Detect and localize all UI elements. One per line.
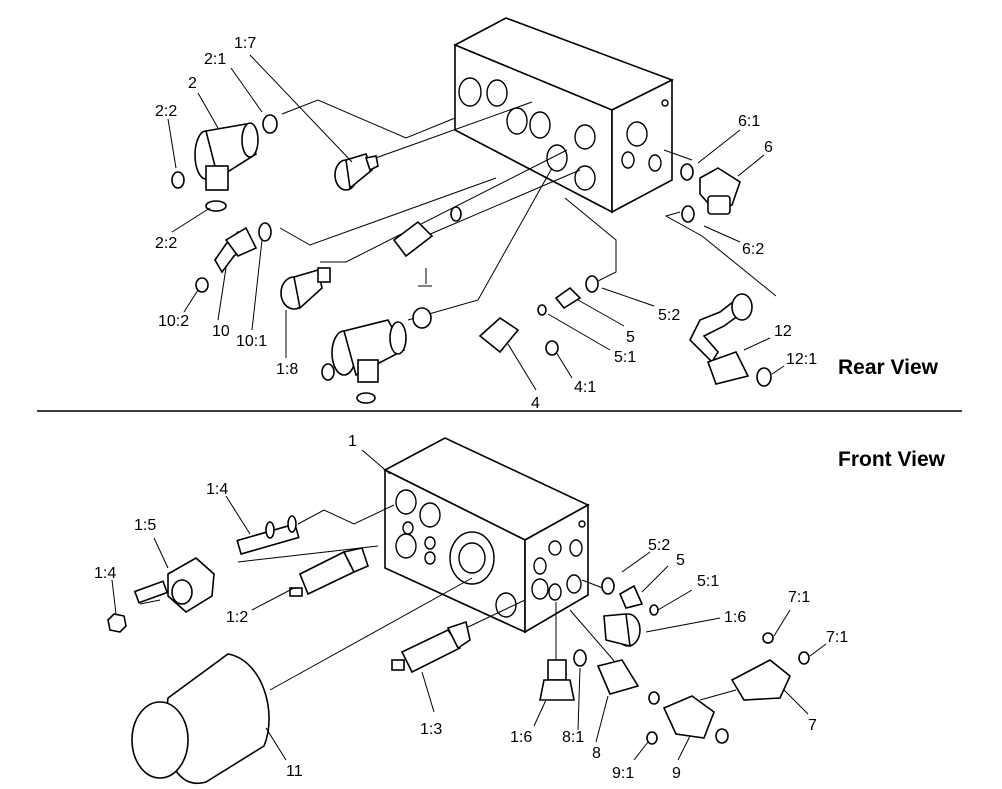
label-rear-10-1: 10:1: [236, 333, 267, 350]
part-12-bent-tube: [689, 293, 772, 387]
part-1-5-solenoid-coil: [133, 557, 215, 613]
front-view-title: Front View: [838, 448, 946, 471]
front-manifold-block: [383, 437, 590, 634]
part-6-elbow: [680, 163, 741, 223]
part-1-4-nut: [107, 613, 127, 633]
part-2-elbow-fitting: [171, 114, 278, 212]
front-part-7-tee: [730, 632, 810, 701]
label-front-1-3: 1:3: [420, 721, 442, 738]
label-rear-12: 12: [774, 323, 792, 340]
part-1-8-plug: [280, 267, 331, 310]
label-rear-12-1: 12:1: [786, 351, 817, 368]
label-front-1: 1: [348, 433, 357, 450]
rear-manifold-block: [453, 17, 675, 214]
front-leader-lines: [111, 449, 827, 761]
label-front-7-1-top: 7:1: [788, 589, 810, 606]
label-front-11: 11: [286, 763, 303, 780]
part-1-4-stem: [236, 515, 300, 555]
rear-large-elbow: [321, 307, 432, 404]
label-rear-4: 4: [531, 395, 540, 412]
front-part-8-adapter: [596, 659, 660, 705]
label-front-1-6-right: 1:6: [724, 609, 746, 626]
label-rear-5-1: 5:1: [614, 349, 636, 366]
front-part-1-6-plug-bottom: [539, 659, 575, 701]
label-rear-5-2: 5:2: [658, 307, 680, 324]
part-11-filter-canister: [131, 653, 270, 785]
label-rear-6-1: 6:1: [738, 113, 760, 130]
rear-middle-valve: [392, 206, 462, 287]
label-front-8-1: 8:1: [562, 729, 584, 746]
front-part-5-fitting: [601, 577, 659, 616]
label-rear-5: 5: [626, 329, 635, 346]
label-rear-6-2: 6:2: [742, 241, 764, 258]
rear-view: 1:7 2:1 2 2:2 2:2 6:1 6 6:2 10:2 10 10:1…: [155, 17, 939, 412]
label-front-7: 7: [808, 717, 817, 734]
label-rear-1-8: 1:8: [276, 361, 298, 378]
front-view: Front View: [94, 433, 946, 785]
label-front-9-1: 9:1: [612, 765, 634, 782]
part-1-7-plug: [334, 153, 379, 191]
front-part-1-6-plug-right: [603, 613, 641, 648]
label-front-5: 5: [676, 552, 685, 569]
rear-leader-lines: [167, 54, 785, 391]
label-front-1-6-bottom: 1:6: [510, 729, 532, 746]
front-part-8-1-ring: [573, 649, 587, 667]
label-front-1-4-left: 1:4: [94, 565, 116, 582]
label-rear-10: 10: [212, 323, 230, 340]
rear-view-title: Rear View: [838, 356, 939, 379]
label-rear-1-7: 1:7: [234, 35, 256, 52]
label-rear-2-2-top: 2:2: [155, 103, 177, 120]
part-1-3-cartridge: [391, 620, 471, 674]
part-4-5-fitting: [478, 275, 599, 356]
label-rear-2-2-bottom: 2:2: [155, 235, 177, 252]
label-front-7-1-right: 7:1: [826, 629, 848, 646]
label-front-5-1: 5:1: [697, 573, 719, 590]
label-rear-10-2: 10:2: [158, 313, 189, 330]
label-rear-2: 2: [188, 75, 197, 92]
label-front-1-5: 1:5: [134, 517, 156, 534]
part-1-2-cartridge: [289, 547, 369, 597]
front-part-9-tee: [646, 695, 729, 745]
label-rear-4-1: 4:1: [574, 379, 596, 396]
label-front-5-2: 5:2: [648, 537, 670, 554]
label-front-8: 8: [592, 745, 601, 762]
label-rear-6: 6: [764, 139, 773, 156]
label-front-1-4-top: 1:4: [206, 481, 228, 498]
label-front-1-2: 1:2: [226, 609, 248, 626]
label-front-9: 9: [672, 765, 681, 782]
part-10-adapter: [195, 222, 272, 293]
label-rear-2-1: 2:1: [204, 51, 226, 68]
